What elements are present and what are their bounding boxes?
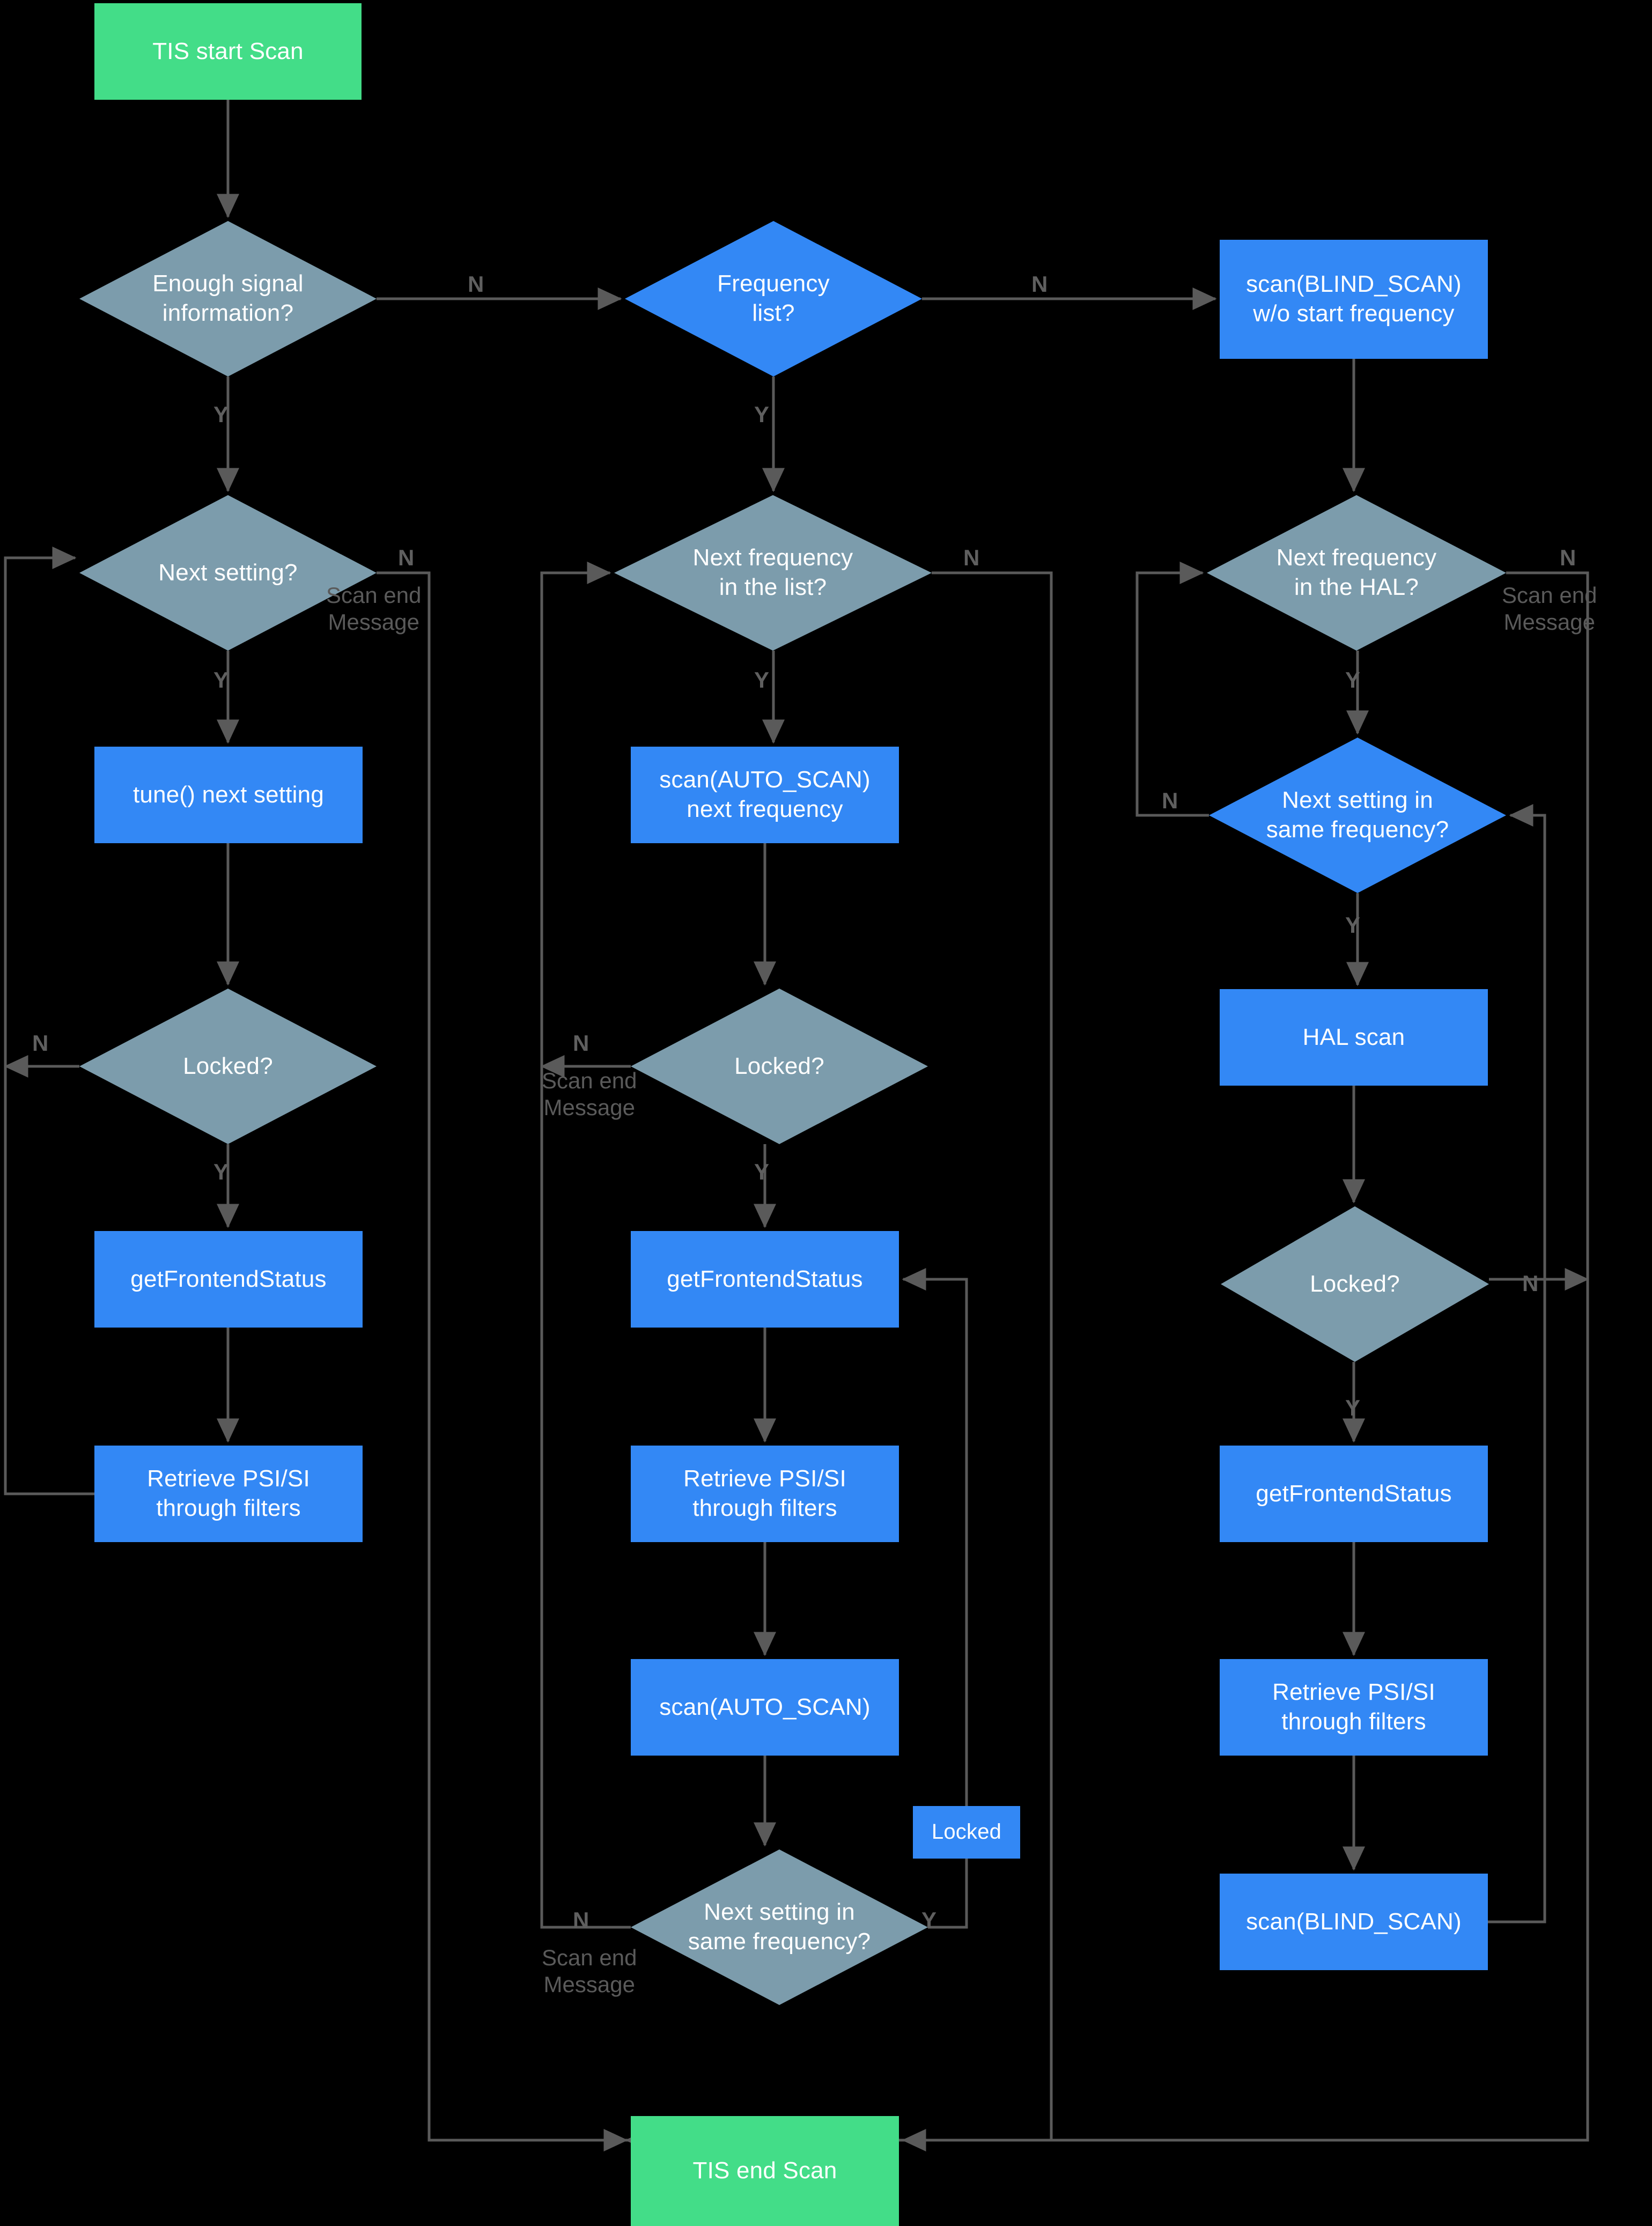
node-label: Retrieve PSI/SI through filters [683,1465,846,1521]
node-label: getFrontendStatus [130,1265,327,1292]
edge-label-y: Y [754,667,770,692]
decision-frequency-list[interactable]: Frequency list? [625,221,922,377]
edge-label-n: N [573,1030,589,1056]
decision-next-setting-same-frequency-list[interactable]: Next setting in same frequency? [631,1849,928,2005]
node-label: TIS start Scan [152,38,304,64]
edge-label-n: N [963,545,980,570]
node-label: Next setting in same frequency? [1266,787,1449,843]
decision-enough-signal[interactable]: Enough signal information? [79,221,377,377]
edge-note-scan-end-message: Scan end Message [542,1945,637,1997]
edge-label-y: Y [213,1159,229,1184]
edge-note-scan-end-message: Scan end Message [542,1068,637,1120]
decision-next-setting[interactable]: Next setting? [79,495,377,651]
node-label: Locked [931,1820,1002,1844]
process-scan-blind[interactable]: scan(BLIND_SCAN) [1220,1874,1488,1970]
decision-locked-middle[interactable]: Locked? [631,989,928,1144]
decision-locked-left[interactable]: Locked? [79,989,377,1144]
node-label: scan(BLIND_SCAN) w/o start frequency [1246,271,1462,327]
node-label: Next setting? [158,559,298,586]
process-tune-next-setting[interactable]: tune() next setting [94,747,363,843]
edge-label-n: N [1162,788,1178,813]
node-label: Frequency list? [717,270,830,326]
edge-label-n: N [1522,1271,1539,1296]
edge-label-y: Y [754,402,770,427]
decision-next-setting-same-frequency-hal[interactable]: Next setting in same frequency? [1209,738,1506,893]
node-label: scan(AUTO_SCAN) next frequency [659,766,871,822]
edge-label-y: Y [921,1907,937,1933]
node-label: tune() next setting [133,781,324,808]
decision-next-frequency-in-list[interactable]: Next frequency in the list? [614,495,932,651]
edge-note-scan-end-message: Scan end Message [1502,583,1597,635]
node-label: getFrontendStatus [667,1265,863,1292]
process-get-frontend-status-right[interactable]: getFrontendStatus [1220,1446,1488,1542]
node-label: Next frequency in the list? [692,544,853,600]
node-label: Next frequency in the HAL? [1276,544,1437,600]
edge-label-n: N [573,1907,589,1933]
edge-label-n: N [398,545,415,570]
start-node-tis-start-scan[interactable]: TIS start Scan [94,3,362,100]
decision-locked-right[interactable]: Locked? [1221,1206,1489,1362]
process-scan-auto[interactable]: scan(AUTO_SCAN) [631,1659,899,1756]
edge-label-y: Y [1345,667,1361,692]
end-node-tis-end-scan[interactable]: TIS end Scan [631,2116,899,2226]
process-get-frontend-status-left[interactable]: getFrontendStatus [94,1231,363,1328]
process-retrieve-psi-si-left[interactable]: Retrieve PSI/SI through filters [94,1446,363,1542]
edge-label-y: Y [754,1159,770,1184]
edge-label-n: N [1560,545,1576,570]
edge-note-scan-end-message: Scan end Message [326,583,422,635]
node-label: Locked? [1310,1270,1400,1297]
edge-label-n: N [1031,271,1048,297]
node-label: getFrontendStatus [1256,1480,1452,1507]
node-label: Locked? [183,1052,273,1079]
node-label: Retrieve PSI/SI through filters [1272,1679,1435,1735]
edge-label-y: Y [213,667,229,692]
edge-label-y: Y [1345,912,1361,938]
node-label: Retrieve PSI/SI through filters [147,1465,310,1521]
edge-label-y: Y [1345,1395,1361,1420]
node-label: HAL scan [1302,1023,1405,1050]
label-locked-box[interactable]: Locked [913,1806,1020,1859]
node-label: Enough signal information? [152,270,304,326]
node-label: Locked? [734,1052,824,1079]
process-scan-auto-next-frequency[interactable]: scan(AUTO_SCAN) next frequency [631,747,899,843]
process-retrieve-psi-si-right[interactable]: Retrieve PSI/SI through filters [1220,1659,1488,1756]
process-hal-scan[interactable]: HAL scan [1220,989,1488,1086]
process-get-frontend-status-middle[interactable]: getFrontendStatus [631,1231,899,1328]
node-label: Next setting in same frequency? [688,1899,871,1955]
node-label: TIS end Scan [692,2157,837,2184]
node-label: scan(BLIND_SCAN) [1246,1908,1462,1935]
decision-next-frequency-in-hal[interactable]: Next frequency in the HAL? [1207,495,1506,651]
edge-label-n: N [32,1030,49,1056]
process-scan-blind-no-start-frequency[interactable]: scan(BLIND_SCAN) w/o start frequency [1220,240,1488,359]
edge-label-n: N [468,271,484,297]
edge-label-y: Y [213,402,229,427]
process-retrieve-psi-si-middle[interactable]: Retrieve PSI/SI through filters [631,1446,899,1542]
node-label: scan(AUTO_SCAN) [659,1693,871,1720]
